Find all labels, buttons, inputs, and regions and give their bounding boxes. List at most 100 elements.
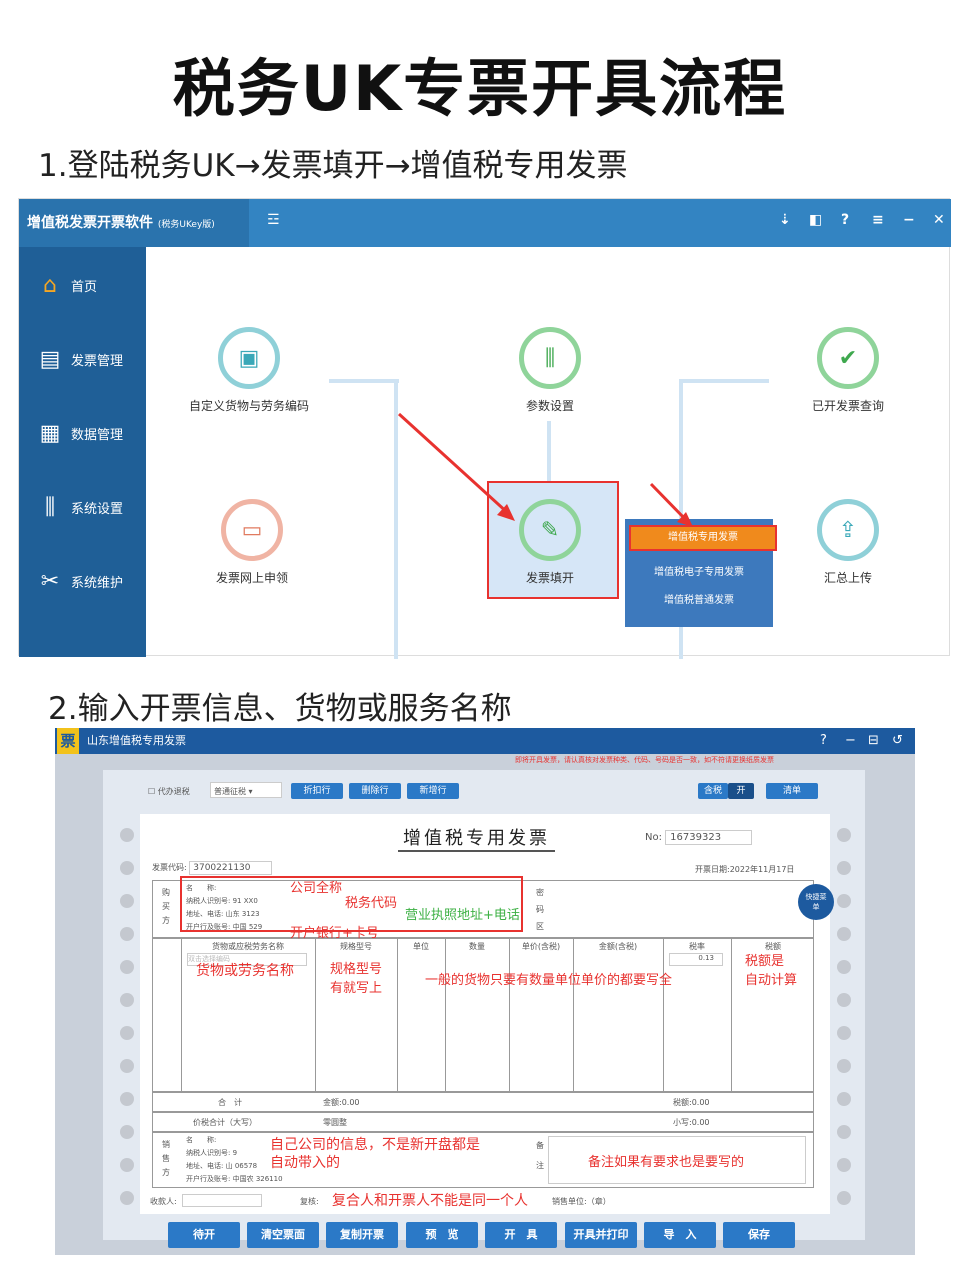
total-label: 合 计 bbox=[218, 1098, 242, 1107]
annotation-remark: 备注如果有要求也是要写的 bbox=[588, 1155, 745, 1170]
close-icon[interactable]: ✕ bbox=[933, 212, 945, 228]
sidebar-item-data-mgmt[interactable]: ▦数据管理 bbox=[19, 413, 146, 453]
custom-goods-code-button[interactable]: ▣自定义货物与劳务编码 bbox=[184, 327, 314, 414]
import-button[interactable]: 导 入 bbox=[644, 1222, 716, 1248]
sidebar-label: 首页 bbox=[71, 279, 98, 295]
menu-item-vat-special[interactable]: 增值税专用发票 bbox=[629, 525, 777, 551]
window-icon[interactable]: ◧ bbox=[809, 212, 823, 228]
menu-item-vat-e-special[interactable]: 增值税电子专用发票 bbox=[654, 567, 744, 578]
annotation-address: 营业执照地址+电话 bbox=[405, 908, 520, 923]
seller-bank: 中国农 326110 bbox=[232, 1175, 283, 1183]
paper-hole bbox=[120, 1191, 134, 1205]
tax-included-state[interactable]: 开 bbox=[728, 783, 754, 799]
annotation-review: 复合人和开票人不能是同一个人 bbox=[332, 1193, 528, 1209]
issued-query-button[interactable]: ✔ 已开发票查询 bbox=[783, 327, 913, 414]
invoice-date: 开票日期:2022年11月17日 bbox=[695, 865, 795, 874]
upload-button[interactable]: ⇪汇总上传 bbox=[783, 499, 913, 586]
save-button[interactable]: 保存 bbox=[723, 1222, 795, 1248]
invoice-no-select[interactable]: 16739323 bbox=[665, 830, 753, 845]
list-button[interactable]: 清单 bbox=[766, 783, 818, 799]
back-icon[interactable]: ↺ bbox=[892, 733, 903, 748]
invoice-code-select[interactable]: 3700221130 bbox=[189, 861, 272, 875]
check-search-icon: ✔ bbox=[817, 327, 879, 389]
goods-name-input[interactable]: 双击选择编码 bbox=[187, 953, 307, 966]
annotation-company: 公司全称 bbox=[290, 881, 343, 896]
grand-upper: 零圆整 bbox=[323, 1118, 347, 1127]
monitor-icon: ▭ bbox=[221, 499, 283, 561]
invoice-fill-button[interactable]: ✎发票填开 bbox=[485, 499, 615, 586]
sidebar-label: 数据管理 bbox=[71, 427, 124, 443]
sidebar-item-maintenance[interactable]: ✂系统维护 bbox=[19, 561, 146, 601]
sidebar-label: 系统设置 bbox=[71, 501, 124, 517]
col-amount: 金额(含税) bbox=[598, 942, 638, 951]
tax-included-toggle[interactable]: 含税 bbox=[698, 783, 728, 799]
upload-icon: ⇪ bbox=[817, 499, 879, 561]
paper-hole bbox=[837, 1158, 851, 1172]
quick-menu-button[interactable]: 快捷菜单 bbox=[798, 884, 834, 920]
sidebar-item-invoice-mgmt[interactable]: ▤发票管理 bbox=[19, 339, 146, 379]
add-row-button[interactable]: 新增行 bbox=[407, 783, 459, 799]
menu-item-vat-normal[interactable]: 增值税普通发票 bbox=[664, 595, 734, 606]
invoice-form: 增值税专用发票 No: 16739323 发票代码: 3700221130 开票… bbox=[140, 814, 834, 1214]
paper-hole bbox=[837, 1026, 851, 1040]
warning-text: 即将开具发票，请认真核对发票种类、代码、号码是否一致，如不符请更换纸质发票 bbox=[515, 756, 774, 764]
issue-print-button[interactable]: 开具并打印 bbox=[565, 1222, 637, 1248]
total-tax: 税额:0.00 bbox=[673, 1098, 710, 1107]
col-tax: 税额 bbox=[765, 942, 781, 951]
menu-icon[interactable]: ☲ bbox=[267, 212, 280, 228]
agent-refund-checkbox[interactable]: ☐ 代办退税 bbox=[148, 787, 190, 796]
help-icon[interactable]: ? bbox=[820, 733, 827, 748]
paper-hole bbox=[837, 927, 851, 941]
paper-hole bbox=[837, 1092, 851, 1106]
paper-hole bbox=[837, 993, 851, 1007]
checkbox-label: 代办退税 bbox=[157, 787, 190, 796]
field-label: 地址、电话: bbox=[186, 910, 224, 918]
buyer-bank[interactable]: 中国 529 bbox=[232, 923, 263, 931]
maximize-icon[interactable]: ⊟ bbox=[868, 733, 879, 748]
fn-label: 自定义货物与劳务编码 bbox=[188, 399, 309, 413]
menu-list-icon[interactable]: ≡ bbox=[872, 212, 884, 228]
minimize-icon[interactable]: − bbox=[845, 733, 856, 748]
paper-hole bbox=[120, 828, 134, 842]
params-button[interactable]: ⫼参数设置 bbox=[485, 327, 615, 414]
invoice-logo-icon: 票 bbox=[57, 728, 79, 754]
grand-total-row: 价税合计（大写）零圆整小写:0.00 bbox=[152, 1112, 814, 1132]
discount-row-button[interactable]: 折扣行 bbox=[291, 783, 343, 799]
delete-row-button[interactable]: 删除行 bbox=[349, 783, 401, 799]
paper-hole bbox=[120, 1092, 134, 1106]
issue-button[interactable]: 开 具 bbox=[485, 1222, 557, 1248]
help-icon[interactable]: ? bbox=[841, 212, 850, 228]
sidebar-item-settings[interactable]: ⫼系统设置 bbox=[19, 487, 146, 527]
fn-label: 已开发票查询 bbox=[811, 399, 884, 413]
code-label: 发票代码: bbox=[152, 863, 187, 872]
apply-online-button[interactable]: ▭发票网上申领 bbox=[187, 499, 317, 586]
remark-input[interactable] bbox=[548, 1136, 806, 1184]
home-icon: ⌂ bbox=[43, 272, 57, 298]
remark-label: 备注 bbox=[536, 1141, 544, 1170]
tax-rate-select[interactable]: 0.13 bbox=[669, 953, 723, 966]
minimize-icon[interactable]: − bbox=[903, 212, 915, 228]
payee-select[interactable] bbox=[182, 1194, 262, 1207]
annotation-taxamt: 税额是 自动计算 bbox=[745, 954, 798, 988]
app-title: 增值税发票开票软件 (税务UKey版) bbox=[19, 199, 249, 247]
sidebar-item-home[interactable]: ⌂ 首页 bbox=[19, 265, 146, 305]
download-icon[interactable]: ⇣ bbox=[779, 212, 791, 228]
title-bar: 票 山东增值税专用发票 ? − ⊟ ↺ bbox=[55, 728, 915, 754]
pending-button[interactable]: 待开 bbox=[168, 1222, 240, 1248]
buyer-address[interactable]: 山东 3123 bbox=[225, 910, 260, 918]
preview-button[interactable]: 预 览 bbox=[406, 1222, 478, 1248]
clear-button[interactable]: 清空票面 bbox=[247, 1222, 319, 1248]
col-goods-name: 货物或应税劳务名称 bbox=[212, 942, 284, 951]
paper-hole bbox=[837, 894, 851, 908]
col-tax-rate: 税率 bbox=[689, 942, 705, 951]
paper-hole bbox=[120, 861, 134, 875]
invoice-code: 发票代码: 3700221130 bbox=[152, 861, 272, 875]
buyer-tax-id[interactable]: 91 XX0 bbox=[232, 897, 258, 905]
sidebar: ⌂ 首页 ▤发票管理 ▦数据管理 ⫼系统设置 ✂系统维护 bbox=[19, 247, 146, 657]
copy-invoice-button[interactable]: 复制开票 bbox=[326, 1222, 398, 1248]
vat-invoice-window: 票 山东增值税专用发票 ? − ⊟ ↺ 即将开具发票，请认真核对发票种类、代码、… bbox=[55, 728, 915, 1255]
levy-type-select[interactable]: 普通征税 ▾ bbox=[210, 782, 282, 798]
annotation-bank: 开户银行+卡号 bbox=[290, 926, 379, 941]
grand-lower: 小写:0.00 bbox=[673, 1118, 710, 1127]
